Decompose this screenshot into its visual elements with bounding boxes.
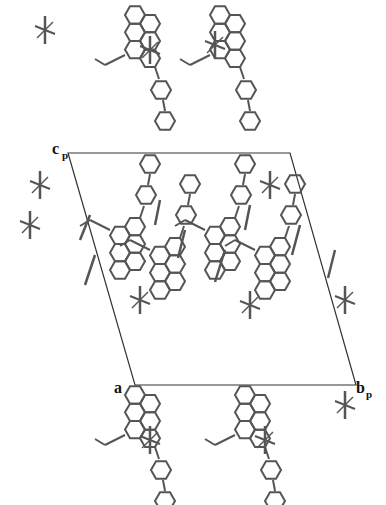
- molecules: [20, 6, 355, 505]
- unit-cell: [68, 153, 356, 385]
- axis-label: p: [366, 389, 372, 400]
- axis-label: c: [52, 141, 59, 157]
- axis-label: a: [114, 380, 122, 396]
- axis-label: p: [62, 150, 68, 161]
- axis-label: b: [356, 380, 365, 396]
